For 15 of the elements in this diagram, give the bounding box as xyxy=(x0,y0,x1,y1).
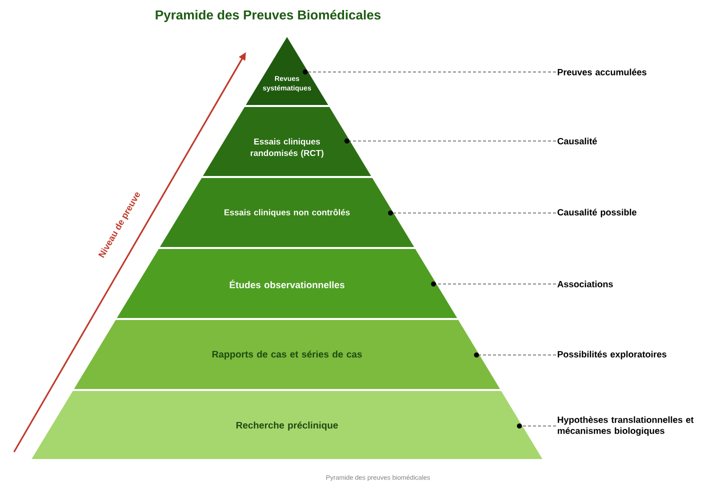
level-label: Possibilités exploratoires xyxy=(558,350,666,360)
level-label: Associations xyxy=(557,280,613,288)
level-label: Causalité possible xyxy=(558,208,636,218)
pyramid-tier: Essais cliniques non contrôlés xyxy=(160,178,414,247)
pyramid-tier: Rapports de cas et séries de cas xyxy=(74,320,500,389)
level-label: Preuves accumulées xyxy=(558,68,646,76)
leader-line xyxy=(392,212,556,214)
level-label: Causalité xyxy=(558,138,597,144)
level-label: Hypothèses translationnelles et mécanismes biologiques xyxy=(558,416,694,436)
pyramid-tier: Recherche préclinique xyxy=(32,391,542,459)
leader-line xyxy=(478,354,556,356)
leader-line xyxy=(349,140,556,142)
title: Pyramide des Preuves Biomédicales xyxy=(156,10,381,22)
pyramid-tier: Essais cliniques randomisés (RCT) xyxy=(202,107,372,176)
pyramid-tier: Études observationnelles xyxy=(116,249,458,318)
